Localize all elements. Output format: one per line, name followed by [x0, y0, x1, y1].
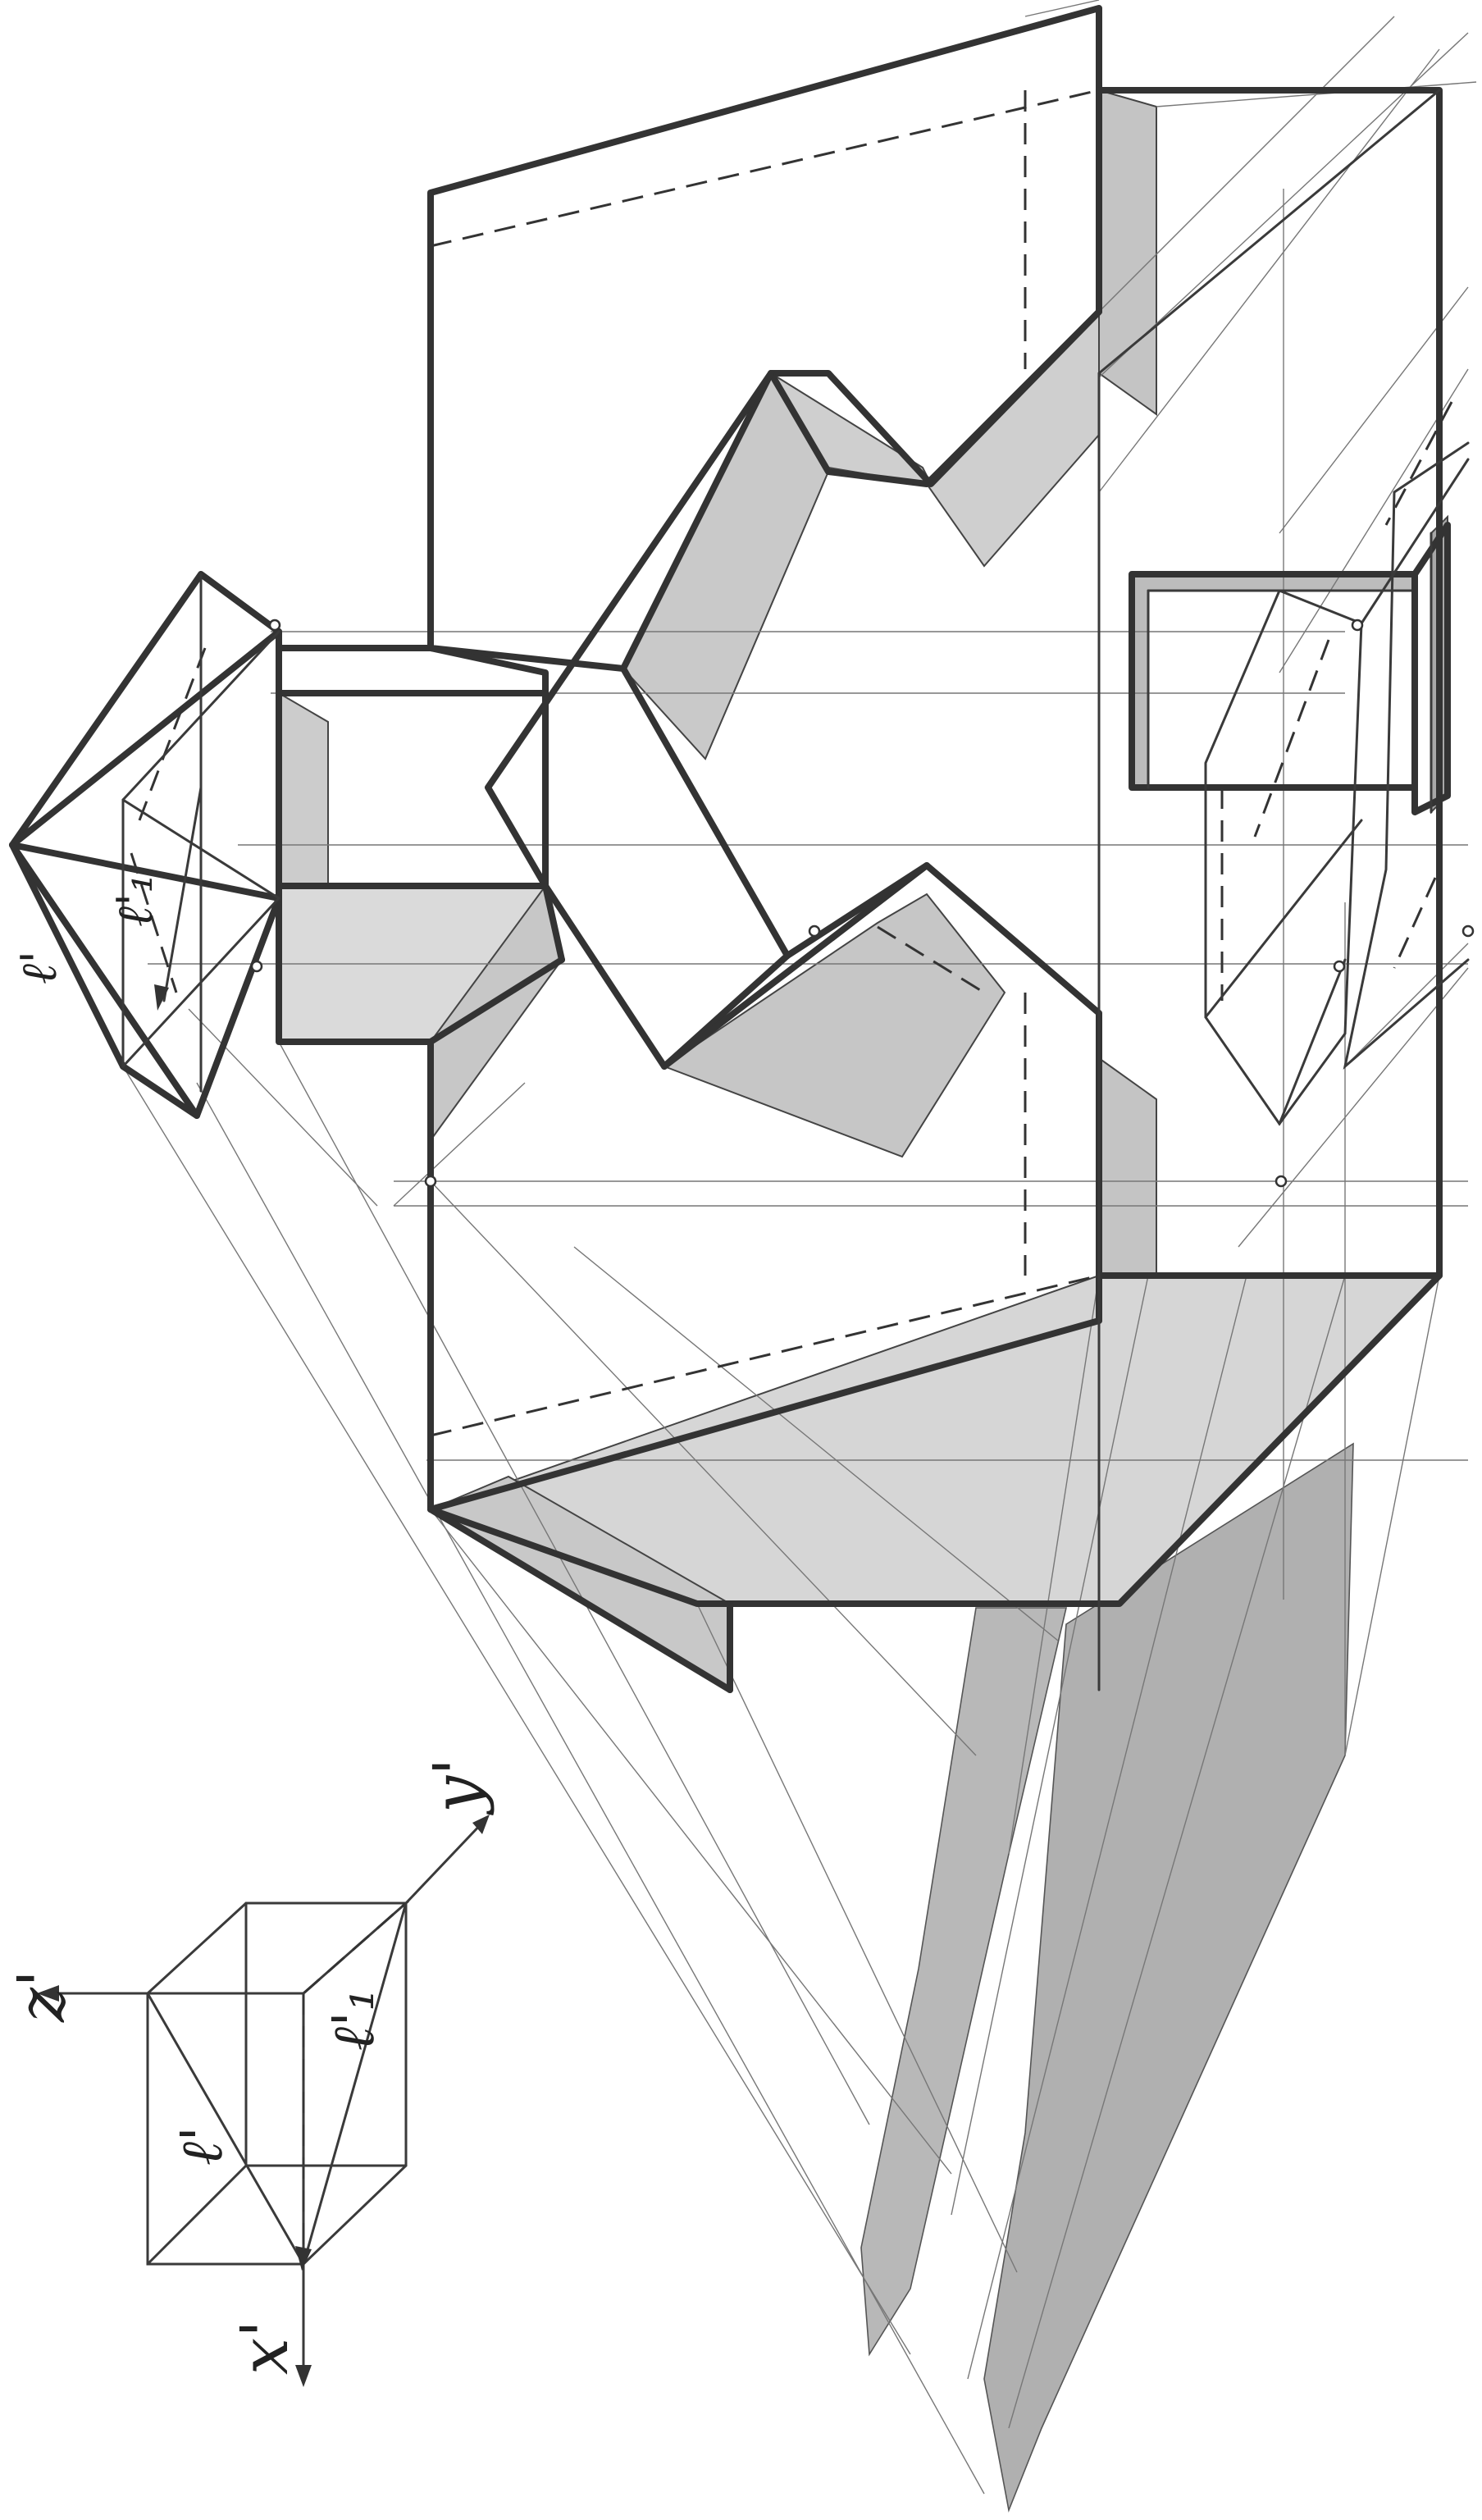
front-wall	[427, 956, 1102, 1513]
axis-light-ray	[302, 1901, 408, 2266]
hidden-edge	[1384, 401, 1453, 526]
ray	[1049, 16, 1395, 362]
prism-edge	[1278, 958, 1347, 1125]
stair-block-front	[542, 883, 565, 963]
point-marker	[1351, 619, 1364, 632]
axis-diagram	[37, 1815, 490, 2387]
pyramid-edge	[120, 1063, 200, 1119]
light-direction-projection-label: ℓ'₁	[320, 1988, 387, 2051]
pyramid-inner	[121, 897, 280, 1068]
x-axis-label: x'	[226, 2320, 303, 2375]
hidden-edge	[430, 1274, 1100, 1437]
ray	[430, 1180, 977, 1756]
pyramid-inner	[121, 630, 280, 801]
shadow-right-strip-lower	[1098, 1057, 1157, 1276]
upper-roof-ridge	[768, 308, 1102, 487]
z-axis-arrow	[37, 1985, 59, 2002]
hidden-edge	[130, 852, 178, 993]
point-marker	[808, 924, 821, 938]
y-axis-line	[404, 1819, 486, 1905]
stair-block	[276, 645, 549, 889]
ray	[1344, 943, 1469, 1067]
ray	[122, 1066, 911, 2355]
shaded-faces	[278, 89, 1448, 1691]
axis-cube-diag	[146, 1992, 305, 2266]
upper-chevron-inner	[620, 665, 791, 959]
ray	[1098, 48, 1440, 493]
axis-cube-bottom-diag	[146, 2164, 248, 2266]
lower-roof-ridge	[784, 862, 930, 959]
point-marker	[1333, 960, 1346, 973]
hidden-edge	[1253, 639, 1330, 838]
ray	[196, 1082, 985, 2495]
ray	[1156, 81, 1477, 107]
x-axis-arrow	[295, 2365, 312, 2387]
ground-shadow-group	[860, 1442, 1354, 2513]
pyramid-edge	[9, 842, 282, 902]
y-axis-label: y'	[419, 1758, 495, 1815]
axis-cube-top	[146, 1901, 409, 1995]
shadow-upper-inner	[622, 371, 830, 760]
ray	[573, 1246, 1059, 1641]
pyramid-light-projection-label: ℓ'₁	[107, 873, 164, 927]
shadow-stair-top	[278, 692, 329, 887]
point-marker	[250, 960, 263, 973]
point-marker	[268, 619, 281, 632]
base-slab	[427, 1272, 1443, 1607]
pyramid-arrow	[162, 786, 203, 1002]
hidden-edges	[130, 89, 1453, 1437]
openings	[1129, 522, 1451, 815]
light-pyramid	[9, 571, 282, 1119]
ray	[1008, 1275, 1346, 2429]
ray	[1344, 1275, 1440, 1756]
light-ray-arrowhead	[295, 2246, 312, 2271]
construction-rays	[122, 0, 1477, 2495]
shadow-upper-notch	[770, 309, 1100, 568]
pyramid-inner	[121, 798, 280, 900]
building-outline	[276, 5, 1443, 1693]
axis-cube-hidden	[303, 1901, 407, 1995]
base-slab-left	[427, 1506, 733, 1693]
point-marker	[1275, 1175, 1288, 1188]
point-marker	[424, 1175, 437, 1188]
right-wall-top-diag	[1097, 89, 1441, 375]
point-marker	[1461, 924, 1475, 938]
ray	[696, 1603, 1018, 2273]
pyramid-light-label: ℓ'	[11, 951, 68, 984]
prism-edge	[1360, 458, 1470, 625]
hidden-edge	[1393, 877, 1437, 969]
ray	[1024, 0, 1100, 17]
pyramid-edge	[9, 628, 282, 848]
ray	[188, 1008, 378, 1207]
light-direction-label: ℓ'	[168, 2126, 235, 2166]
marker-points	[250, 619, 1475, 1188]
ray	[393, 1082, 526, 1207]
hidden-edge	[877, 925, 985, 994]
z-axis-label: z'	[3, 1970, 80, 2023]
ray	[1008, 1275, 1100, 1855]
ground-shadow-right	[983, 1442, 1354, 2513]
back-wall	[427, 5, 1102, 672]
ray	[1238, 967, 1469, 1248]
stair-block-lower	[276, 883, 434, 1045]
pyramid-edge	[9, 842, 126, 1070]
ray	[967, 1275, 1247, 2380]
hidden-edge	[430, 89, 1100, 248]
prism-edge	[1204, 819, 1363, 1019]
ray	[430, 1509, 952, 2175]
prism-outline-right	[1343, 441, 1470, 1071]
pyramid-outline	[9, 571, 282, 1119]
y-axis-arrow	[472, 1815, 490, 1834]
ray	[951, 1275, 1149, 2216]
pyramid-arrowhead	[154, 984, 169, 1011]
labels: z' x' y' ℓ' ℓ'₁ ℓ' ℓ'₁	[3, 873, 495, 2375]
shadow-construction-prisms	[1204, 441, 1470, 1126]
door-panel	[1411, 522, 1451, 815]
